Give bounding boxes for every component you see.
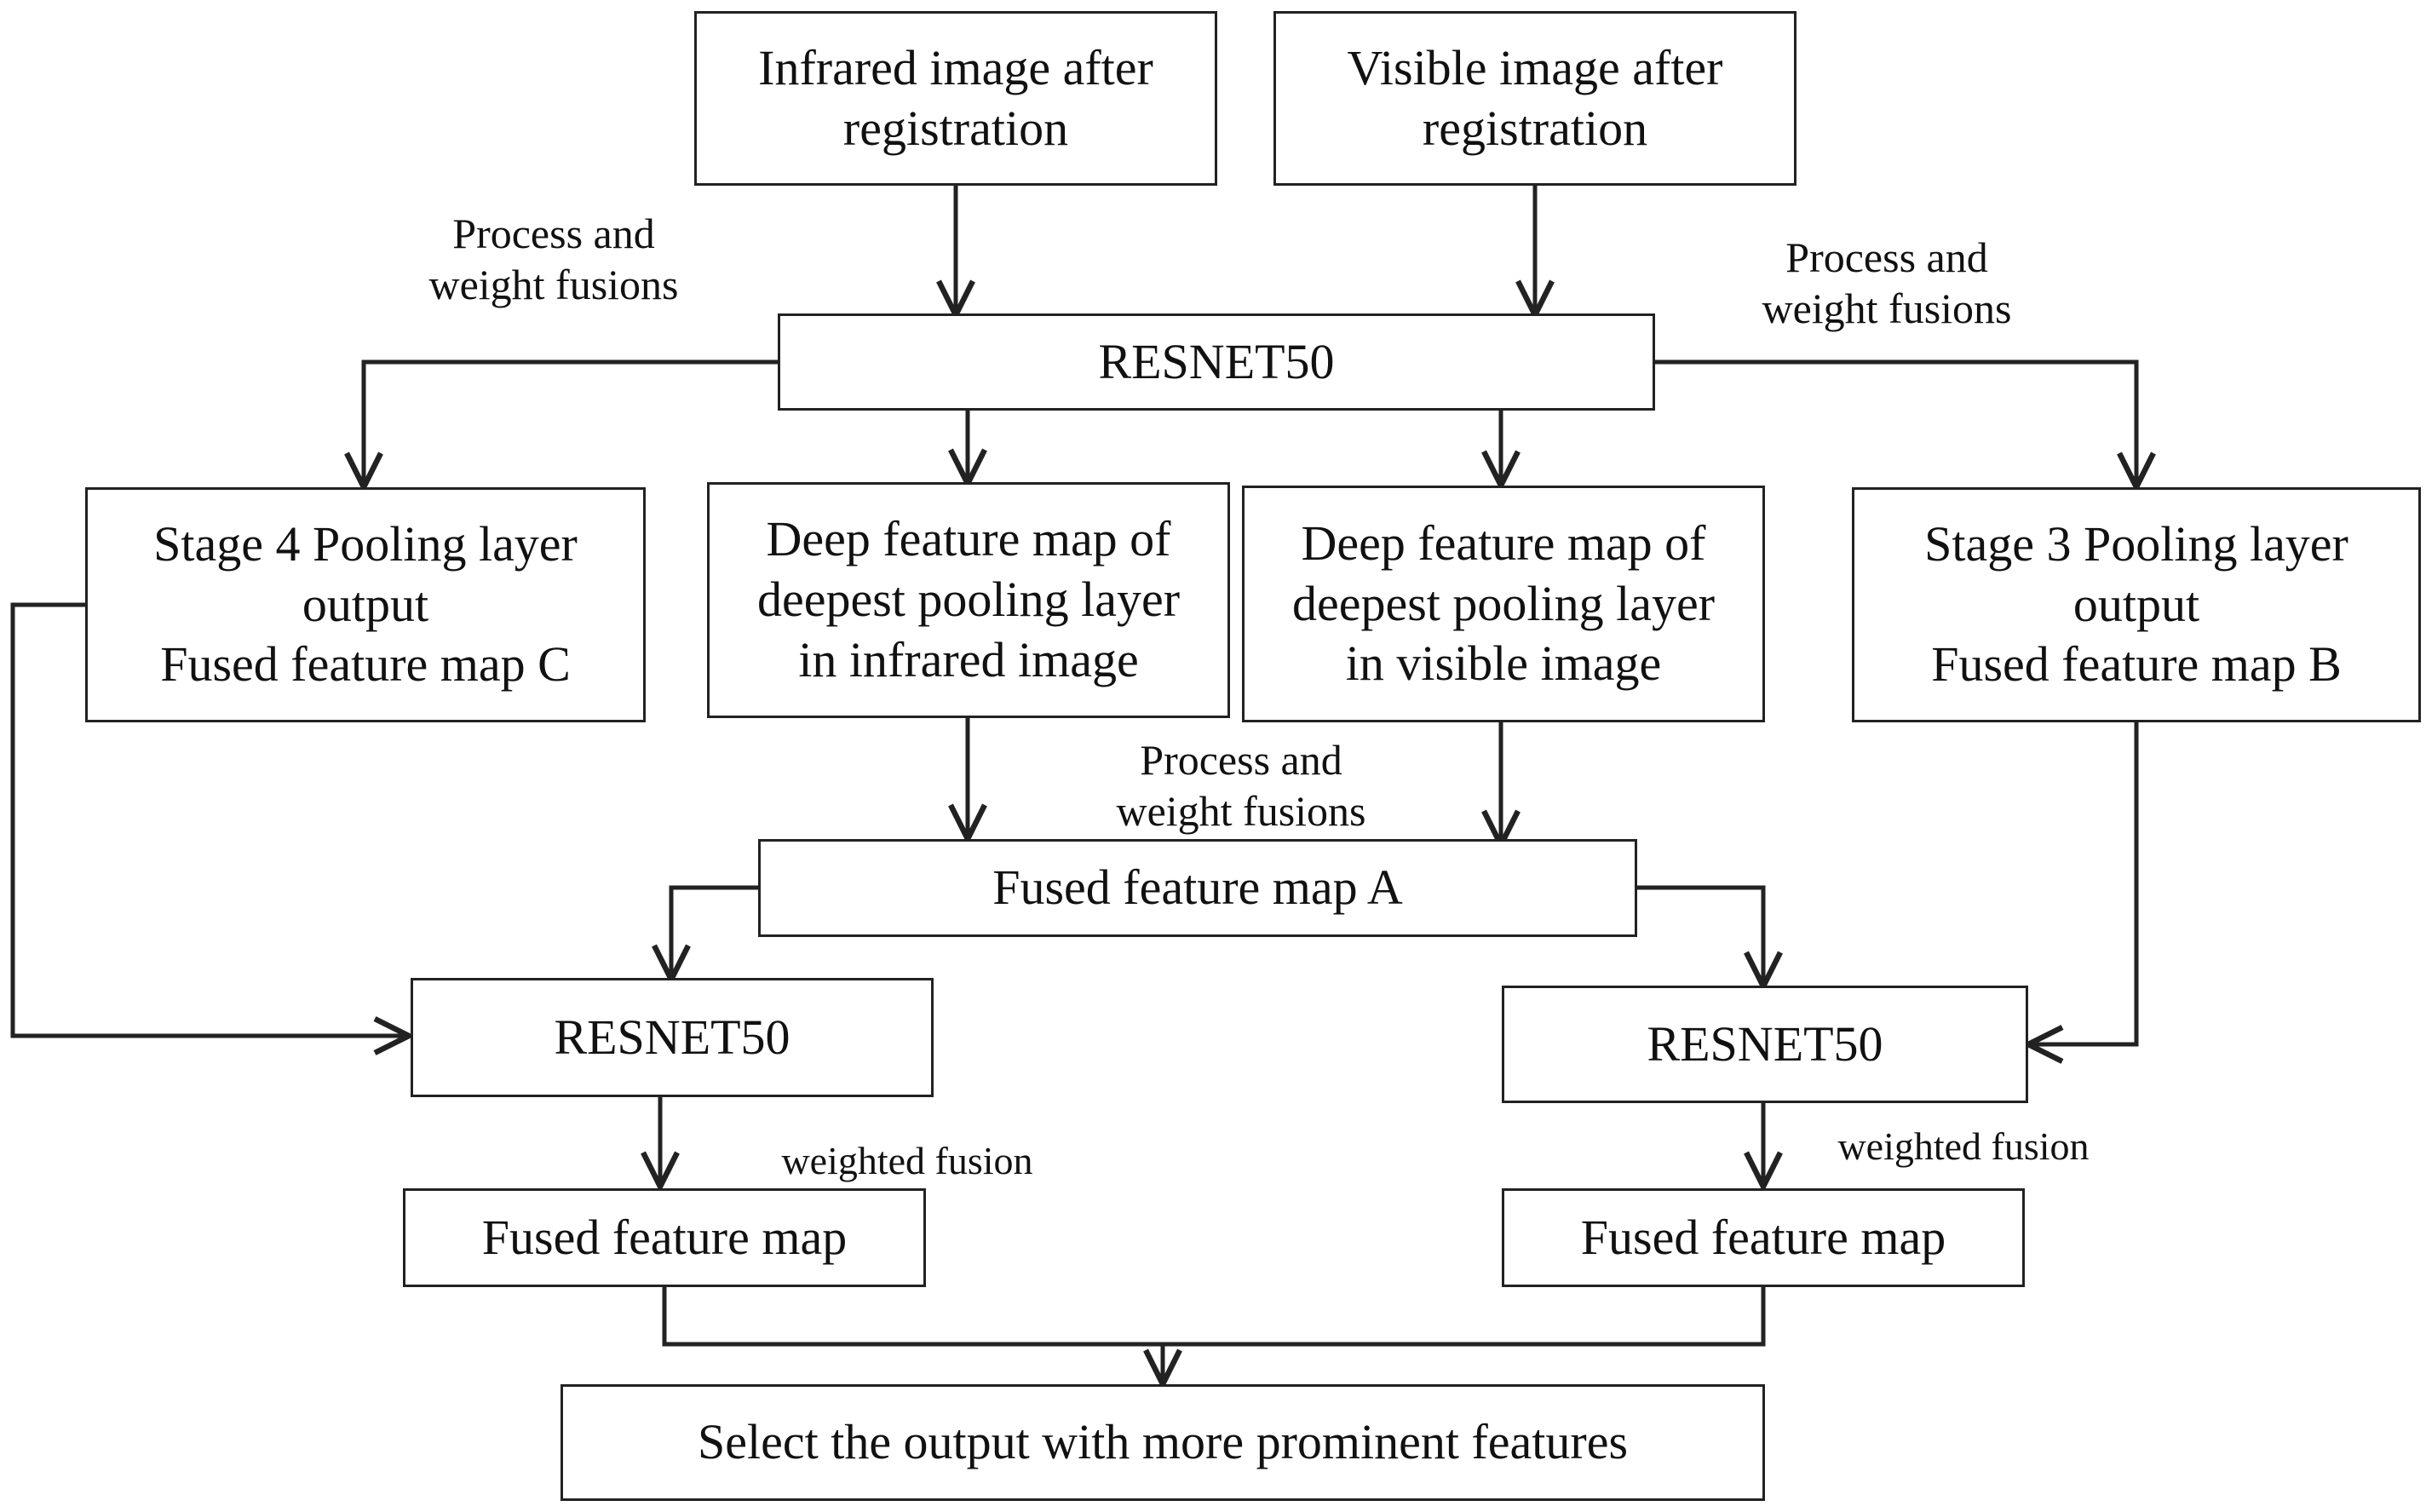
label-weighted-fusion-left: weighted fusion — [758, 1137, 1056, 1184]
fused-feature-map-left-box: Fused feature map — [403, 1188, 926, 1287]
fused-feature-map-left-box-line-1: Fused feature map — [481, 1209, 848, 1265]
label-fusion-middle-line-2: weight fusions — [1116, 787, 1366, 835]
deep-visible-box-line-3: in visible image — [1345, 635, 1662, 692]
select-output-box-line-1: Select the output with more prominent fe… — [697, 1414, 1629, 1470]
stage4-pooling-box-line-1: Stage 4 Pooling layer — [153, 515, 578, 572]
label-weighted-fusion-right: weighted fusion — [1814, 1123, 2113, 1170]
select-output-box: Select the output with more prominent fe… — [561, 1384, 1765, 1501]
arrow-fused-a-to-resnet-left — [671, 885, 758, 980]
fused-feature-map-right-box-line-1: Fused feature map — [1580, 1209, 1946, 1265]
arrow-resnet-to-stage4 — [364, 359, 778, 487]
deep-visible-box-line-1: Deep feature map of — [1301, 515, 1706, 571]
label-fusion-top-left-line-2: weight fusions — [428, 261, 679, 308]
label-weighted-fusion-left-line-1: weighted fusion — [781, 1139, 1033, 1182]
infrared-input-box-line-1: Infrared image after — [758, 39, 1153, 95]
arrow-fused-a-to-resnet-right — [1637, 885, 1763, 986]
resnet50-left-box-line-1: RESNET50 — [554, 1009, 790, 1065]
resnet50-right-box-line-1: RESNET50 — [1647, 1015, 1883, 1072]
deep-infrared-box-line-3: in infrared image — [798, 631, 1139, 687]
label-weighted-fusion-right-line-1: weighted fusion — [1837, 1124, 2090, 1168]
arrow-resnet-to-stage3 — [1655, 359, 2136, 487]
stage3-pooling-box-line-1: Stage 3 Pooling layer — [1924, 515, 2348, 572]
stage3-pooling-box-line-2: output — [2072, 576, 2200, 632]
arrow-stage3-to-resnet-right — [2028, 722, 2139, 1044]
stage4-pooling-box-line-2: output — [302, 576, 429, 632]
resnet50-top-box: RESNET50 — [778, 313, 1655, 411]
deep-visible-box-line-2: deepest pooling layer — [1291, 575, 1716, 631]
stage4-pooling-box-line-3: Fused feature map C — [160, 636, 571, 693]
visible-input-box-line-1: Visible image after — [1347, 39, 1723, 95]
connector-fused-outputs — [662, 1287, 1766, 1347]
label-fusion-top-left-line-1: Process and — [452, 210, 655, 257]
fused-feature-map-a-box-line-1: Fused feature map A — [992, 859, 1403, 916]
arrow-stage4-to-resnet-left — [10, 602, 409, 1036]
fused-feature-map-right-box: Fused feature map — [1502, 1188, 2025, 1287]
label-fusion-top-right-line-2: weight fusions — [1762, 285, 2012, 332]
resnet50-left-box: RESNET50 — [411, 978, 934, 1097]
visible-input-box-line-2: registration — [1422, 100, 1648, 156]
resnet50-right-box: RESNET50 — [1502, 986, 2028, 1103]
label-fusion-top-right-line-1: Process and — [1785, 233, 1988, 281]
fused-feature-map-a-box: Fused feature map A — [758, 839, 1637, 937]
stage3-pooling-box-line-3: Fused feature map B — [1931, 636, 2342, 693]
deep-infrared-box-line-2: deepest pooling layer — [756, 572, 1181, 628]
resnet50-top-box-line-1: RESNET50 — [1098, 333, 1335, 389]
deep-infrared-box-line-1: Deep feature map of — [766, 511, 1171, 567]
infrared-input-box-line-2: registration — [842, 100, 1069, 156]
label-fusion-middle-line-1: Process and — [1140, 736, 1342, 784]
